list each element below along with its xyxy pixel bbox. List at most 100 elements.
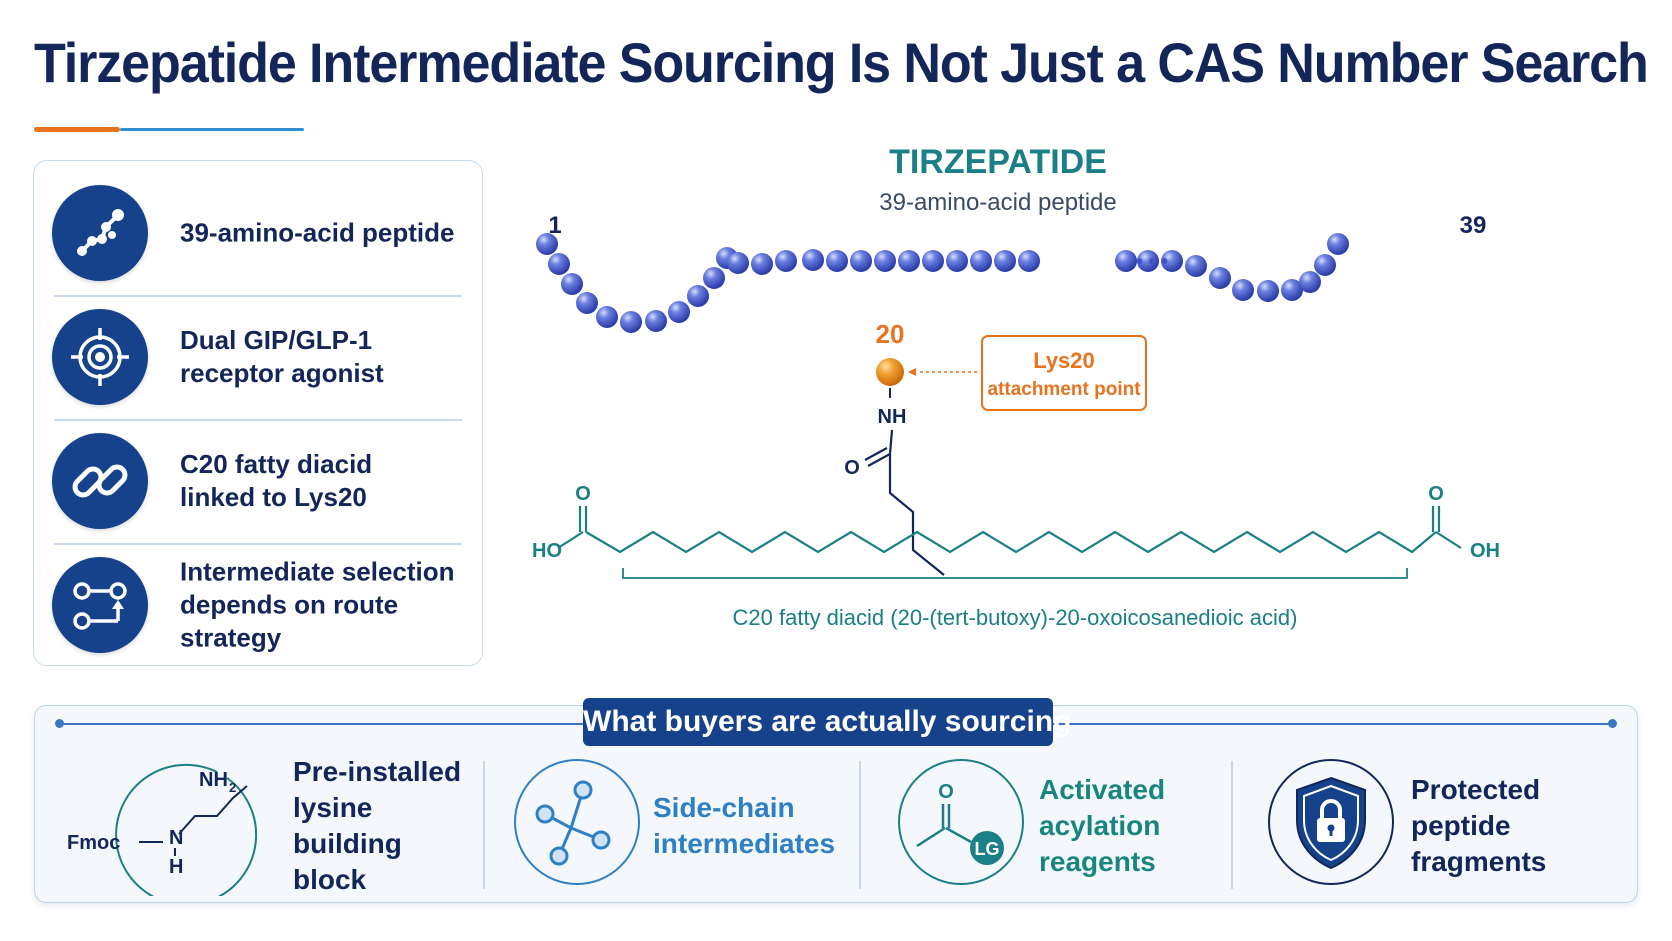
feature-item-route: Intermediate selection depends on route … — [52, 555, 472, 655]
chain-ellipsis: • • • — [1136, 251, 1168, 273]
feature-item-agonist: Dual GIP/GLP-1 receptor agonist — [52, 307, 472, 407]
feature-label: Intermediate selection depends on route … — [180, 556, 455, 653]
callout-title: Lys20 — [1033, 348, 1095, 373]
title-underline-accent — [34, 127, 120, 132]
residue-bead — [922, 250, 944, 272]
divider — [1231, 761, 1233, 889]
start-residue-label: 1 — [548, 212, 561, 239]
residue-bead — [1115, 250, 1137, 272]
residue-bead — [826, 250, 848, 272]
divider — [54, 419, 462, 421]
residue-bead — [802, 249, 824, 271]
diacid-bracket — [622, 568, 1408, 579]
ho-label: HO — [532, 540, 562, 562]
target-icon — [52, 309, 148, 405]
residue-bead — [1314, 254, 1336, 276]
molecule-name: TIRZEPATIDE — [889, 143, 1107, 181]
residue-bead — [645, 310, 667, 332]
residue-bead — [1209, 267, 1231, 289]
residue-bead — [1327, 233, 1349, 255]
residue-bead — [548, 253, 570, 275]
residue-bead — [946, 250, 968, 272]
left-o-label: O — [575, 483, 591, 505]
feature-label: 39-amino-acid peptide — [180, 217, 455, 248]
rule-dot — [55, 719, 64, 728]
divider — [54, 295, 462, 297]
svg-text:LG: LG — [975, 839, 1000, 859]
feature-item-peptide: 39-amino-acid peptide — [52, 183, 472, 283]
lys-position-label: 20 — [876, 319, 905, 349]
svg-text:N: N — [169, 827, 183, 849]
residue-bead — [1257, 280, 1279, 302]
callout-subtitle: attachment point — [987, 379, 1141, 400]
route-strategy-icon — [52, 557, 148, 653]
source-label: Activated acylation reagents — [1039, 774, 1166, 877]
residue-bead — [576, 292, 598, 314]
svg-text:Fmoc: Fmoc — [67, 832, 120, 854]
residue-bead — [874, 250, 896, 272]
shield-lock-icon — [1268, 759, 1394, 885]
residue-bead — [751, 253, 773, 275]
source-label: Protected peptide fragments — [1411, 774, 1547, 877]
divider — [859, 761, 861, 889]
residue-bead — [703, 267, 725, 289]
acyl-leaving-group-icon: O LG — [898, 759, 1024, 885]
rule-dot — [1608, 719, 1617, 728]
residue-bead — [1018, 250, 1040, 272]
peptide-chain-icon — [52, 185, 148, 281]
residue-bead — [1299, 271, 1321, 293]
acid-groups — [557, 506, 1462, 549]
residue-bead — [687, 285, 709, 307]
residue-bead — [1232, 279, 1254, 301]
source-item-lysine: Fmoc N H NH 2 Pre-installed lysine build… — [67, 756, 467, 896]
peptide-bead-chain — [536, 233, 1349, 333]
residue-bead — [620, 311, 642, 333]
page-title: Tirzepatide Intermediate Sourcing Is Not… — [34, 31, 1649, 94]
residue-bead — [898, 250, 920, 272]
svg-text:2: 2 — [229, 780, 236, 795]
fatty-diacid-chain — [585, 530, 1437, 554]
nh-label: NH — [878, 406, 907, 428]
fmoc-lysine-icon: Fmoc N H NH 2 — [67, 763, 257, 896]
tirzepatide-structure: TIRZEPATIDE 39-amino-acid peptide 1 39 •… — [532, 143, 1500, 630]
residue-bead — [596, 306, 618, 328]
lys20-bead — [876, 358, 904, 386]
title-underline — [120, 128, 304, 131]
divider — [483, 761, 485, 889]
end-residue-label: 39 — [1460, 212, 1487, 239]
oh-label: OH — [1470, 540, 1500, 562]
residue-bead — [1137, 250, 1159, 272]
svg-text:O: O — [938, 781, 954, 803]
svg-text:NH: NH — [199, 769, 228, 791]
residue-bead — [775, 250, 797, 272]
source-label: Side-chain intermediates — [653, 792, 836, 859]
residue-bead — [668, 301, 690, 323]
residue-bead — [727, 252, 749, 274]
residue-bead — [994, 250, 1016, 272]
residue-bead — [561, 273, 583, 295]
svg-text:H: H — [169, 856, 183, 878]
source-item-acylation: O LG Activated acylation reagents — [895, 756, 1225, 896]
sourcing-panel: What buyers are actually sourcing Fmoc N… — [34, 698, 1638, 903]
features-panel: 39-amino-acid peptide Dual GIP/GLP-1 rec… — [33, 160, 483, 666]
source-item-fragments: Protected peptide fragments — [1265, 756, 1605, 896]
residue-bead — [970, 250, 992, 272]
feature-label: Dual GIP/GLP-1 receptor agonist — [180, 325, 384, 388]
residue-bead — [1161, 250, 1183, 272]
molecule-network-icon — [514, 759, 640, 885]
source-item-side-chain: Side-chain intermediates — [513, 756, 843, 896]
divider — [54, 543, 462, 545]
residue-bead — [850, 250, 872, 272]
source-label: Pre-installed lysine building block — [293, 756, 462, 895]
linker-bonds — [864, 429, 945, 576]
right-o-label: O — [1428, 483, 1444, 505]
sourcing-header: What buyers are actually sourcing — [583, 698, 1071, 746]
feature-item-diacid: C20 fatty diacid linked to Lys20 — [52, 431, 472, 531]
chain-link-icon — [52, 433, 148, 529]
carbonyl-o-label: O — [844, 457, 860, 479]
residue-bead — [536, 233, 558, 255]
feature-label: C20 fatty diacid linked to Lys20 — [180, 449, 373, 512]
lys20-callout — [981, 335, 1147, 411]
residue-bead — [1185, 255, 1207, 277]
molecule-subtitle: 39-amino-acid peptide — [879, 189, 1116, 216]
